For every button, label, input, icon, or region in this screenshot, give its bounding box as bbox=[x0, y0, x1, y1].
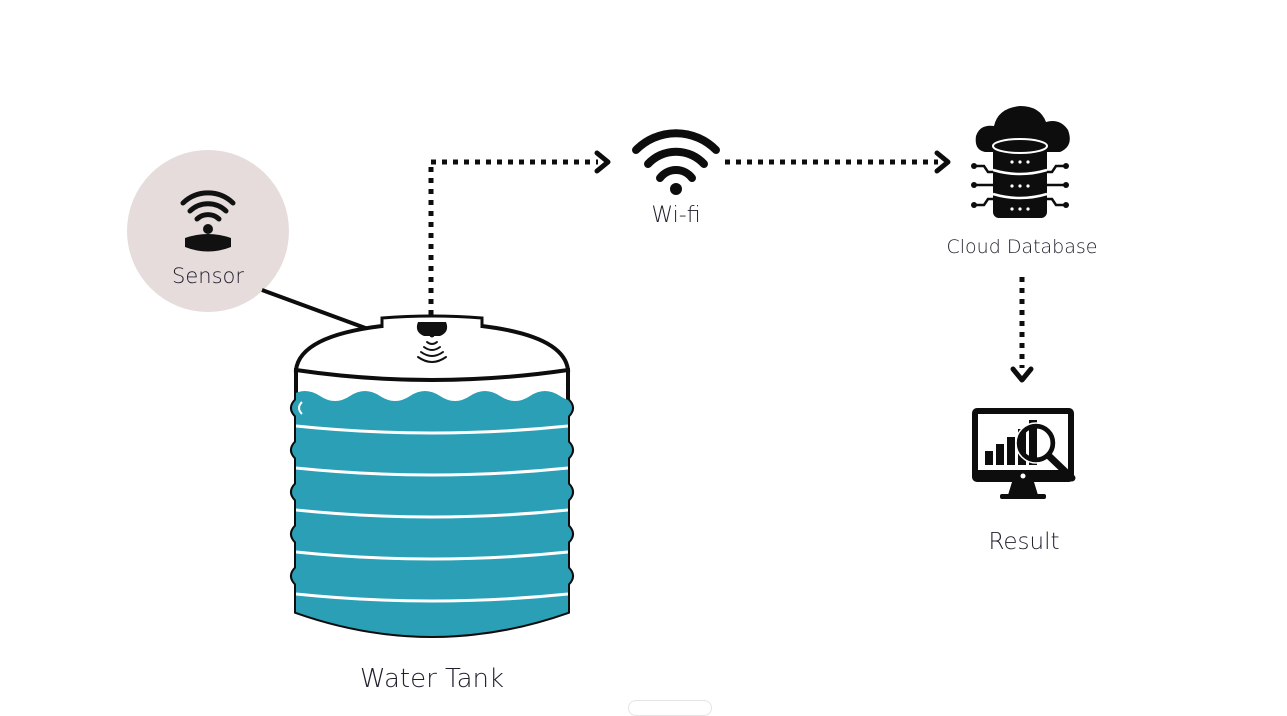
water-tank-icon bbox=[290, 314, 574, 638]
mounted-sensor bbox=[416, 322, 448, 336]
bottom-handle bbox=[628, 700, 712, 716]
edge-tank-to-wifi bbox=[428, 150, 611, 315]
sensor-node bbox=[127, 150, 289, 312]
wifi-label: Wi-fi bbox=[651, 203, 701, 228]
monitor-analytics-icon bbox=[972, 408, 1076, 499]
sensor-label: Sensor bbox=[172, 264, 244, 288]
water-tank-label: Water Tank bbox=[359, 664, 505, 694]
edge-wifi-to-cloud bbox=[725, 150, 951, 174]
edge-cloud-to-result bbox=[1010, 277, 1034, 383]
wireless-sensor-icon bbox=[180, 190, 236, 252]
cloud-database-icon bbox=[971, 106, 1070, 218]
tank-lid bbox=[293, 324, 571, 382]
result-label: Result bbox=[988, 529, 1060, 555]
cloud-database-label: Cloud Database bbox=[946, 236, 1098, 258]
signal-waves-icon bbox=[417, 341, 447, 363]
wifi-icon bbox=[632, 129, 720, 195]
tank-water bbox=[292, 391, 572, 636]
